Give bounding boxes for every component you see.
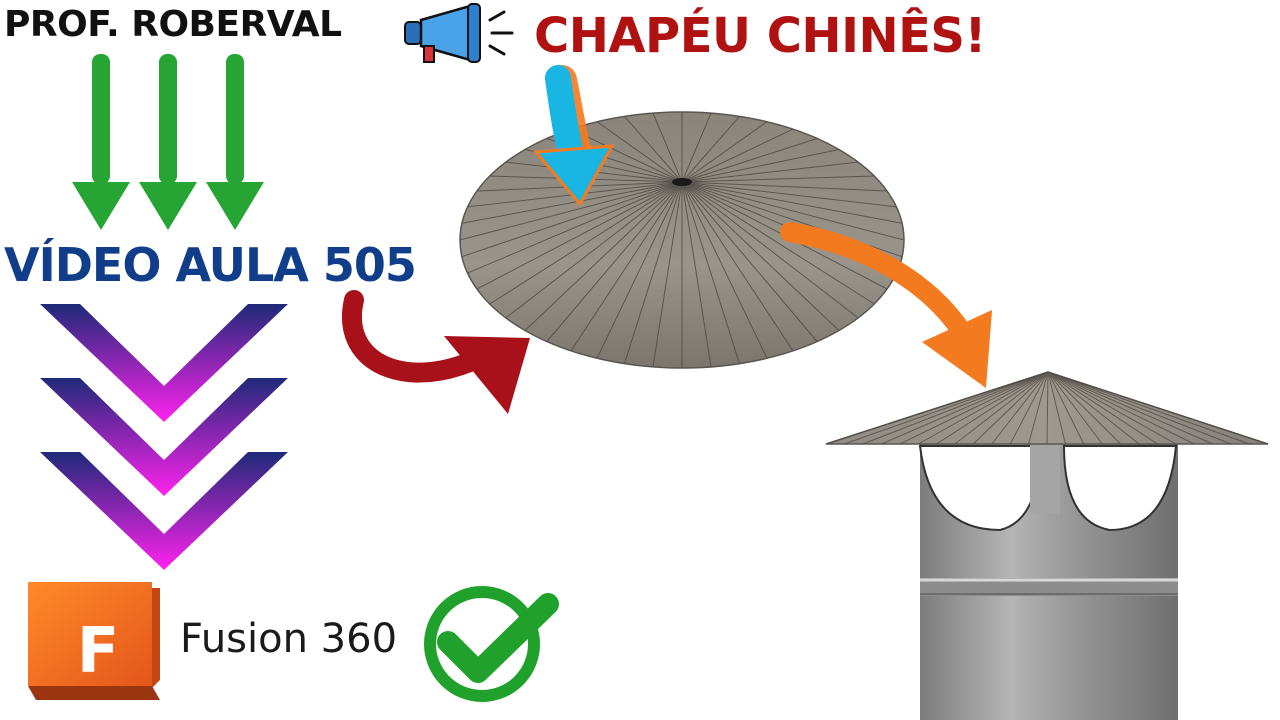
disc-facet-line [681, 181, 875, 305]
disc-facet-line [681, 181, 903, 224]
cone-facet-line [936, 371, 1049, 445]
disc-facet-line [681, 181, 740, 364]
disc-facet-line [489, 181, 683, 305]
cone-facet-line [1047, 371, 1250, 445]
cone-facet-line [1047, 371, 1140, 445]
disc-facet-line [681, 149, 840, 183]
cone-facet-line [917, 371, 1049, 445]
chevron-down-icon [40, 304, 288, 422]
software-name: Fusion 360 [180, 616, 398, 662]
cone-facet-line [1047, 371, 1232, 445]
disc-facet-line [681, 181, 818, 342]
green-down-arrows [72, 54, 264, 230]
disc-facet-line [681, 161, 859, 183]
disc-facet-line [461, 181, 683, 258]
cone-facet-line [972, 371, 1049, 445]
cone-facet-line [1047, 371, 1269, 445]
disc-facet-line [681, 128, 794, 183]
green-arrow-1 [72, 54, 130, 230]
chimney-cap-model [825, 371, 1269, 720]
disc-facet-line [461, 181, 683, 224]
disc-facet-line [570, 181, 683, 352]
disc-facet-line [505, 181, 683, 319]
fusion-logo-letter: F [76, 613, 120, 687]
disc-facet-line [681, 181, 888, 192]
cone-facet-line [1047, 371, 1158, 445]
cone-facet-line [825, 371, 1049, 445]
cone-facet-line [1047, 371, 1122, 445]
disc-facet-line [570, 128, 683, 183]
author-label: PROF. ROBERVAL [4, 4, 342, 45]
cone-facet-line [844, 371, 1049, 445]
cone-facet-line [954, 371, 1049, 445]
disc-facet-line [681, 181, 840, 331]
cone-facet-line [862, 371, 1049, 445]
cone-facet-line [1028, 371, 1049, 445]
lesson-label: VÍDEO AULA 505 [4, 238, 417, 292]
chevron-down-icon [40, 452, 288, 570]
disc-facet-line [624, 116, 683, 183]
disc-facet-line [596, 121, 683, 183]
disc-facet-line [681, 181, 794, 352]
disc-facet-line [546, 181, 683, 342]
disc-facet-line [467, 181, 683, 274]
cyan-arrow [532, 65, 615, 207]
cone-facet-line [1047, 371, 1214, 445]
disc-facet-line [524, 181, 683, 331]
disc-facet-line [681, 181, 905, 241]
cone-facet-line [1047, 371, 1195, 445]
disc-facet-line [652, 112, 683, 183]
disc-facet-line [681, 181, 859, 319]
cone-facet-line [1047, 371, 1103, 445]
disc-facet-line [476, 181, 683, 290]
orange-curved-arrow [780, 222, 992, 388]
cone-facet-line [881, 371, 1049, 445]
cone-facet-line [1047, 371, 1085, 445]
cone-facet-line [1047, 371, 1177, 445]
red-curved-arrow [342, 290, 530, 414]
disc-facet-line [681, 116, 740, 183]
cone-facet-line [1047, 371, 1066, 445]
megaphone-icon [404, 3, 514, 63]
disc-facet-line [596, 181, 683, 359]
disc-facet-line [459, 181, 683, 241]
disc-facet-line [681, 112, 712, 183]
disc-facet-line [681, 181, 897, 208]
page-title: CHAPÉU CHINÊS! [534, 8, 986, 64]
disc-facet-line [624, 181, 683, 364]
fusion-logo-icon [28, 582, 160, 700]
cone-facet-line [899, 371, 1049, 445]
disc-facet-line [681, 138, 818, 183]
disc-facet-line [681, 121, 768, 183]
cone-facet-line [991, 371, 1049, 445]
disc-facet-line [652, 181, 683, 367]
green-arrow-2 [139, 54, 197, 230]
cone-facet-line [1009, 371, 1049, 445]
green-arrow-3 [206, 54, 264, 230]
disc-facet-line [681, 175, 875, 183]
chevron-down-icon [40, 378, 288, 496]
disc-facet-line [681, 181, 768, 359]
cone-facet-line [1046, 371, 1049, 445]
chevron-down-icons [40, 304, 288, 570]
disc-facet-line [681, 181, 712, 367]
check-circle-icon [424, 586, 559, 702]
